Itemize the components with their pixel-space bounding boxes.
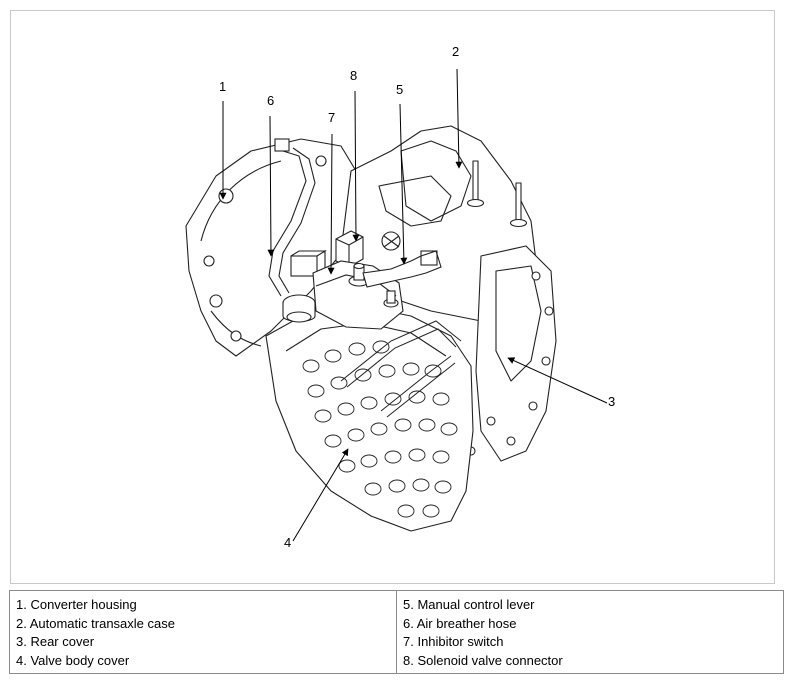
legend-item-7: 7. Inhibitor switch (403, 634, 504, 649)
callout-leaders (219, 68, 608, 542)
oil-pipe (340, 320, 462, 418)
legend-item-1: 1. Converter housing (16, 597, 137, 612)
callout-7: 7 (328, 110, 335, 125)
legend-item-5: 5. Manual control lever (403, 597, 535, 612)
air-breather-hose (268, 138, 316, 297)
parts-legend: 1. Converter housing 2. Automatic transa… (9, 590, 784, 674)
valve-cover-ribs (302, 340, 458, 518)
legend-item-2: 2. Automatic transaxle case (16, 615, 175, 631)
callout-1: 1 (219, 79, 226, 94)
callout-4: 4 (284, 535, 291, 550)
legend-item-6: 6. Air breather hose (403, 615, 517, 631)
transaxle-illustration: 1 2 3 4 5 6 7 8 (185, 44, 615, 550)
legend-item-4: 4. Valve body cover (16, 652, 130, 668)
breather-cap (282, 294, 316, 323)
legend-right-column: 5. Manual control lever 6. Air breather … (396, 590, 784, 674)
callout-6: 6 (267, 93, 274, 108)
legend-left-column: 1. Converter housing 2. Automatic transa… (9, 590, 397, 674)
legend-item-8: 8. Solenoid valve connector (403, 652, 563, 668)
legend-item-3: 3. Rear cover (16, 634, 95, 649)
callout-5: 5 (396, 82, 403, 97)
callout-2: 2 (452, 44, 459, 59)
callout-8: 8 (350, 68, 357, 83)
transaxle-diagram: 1 2 3 4 5 6 7 8 (10, 10, 775, 584)
callout-3: 3 (608, 394, 615, 409)
